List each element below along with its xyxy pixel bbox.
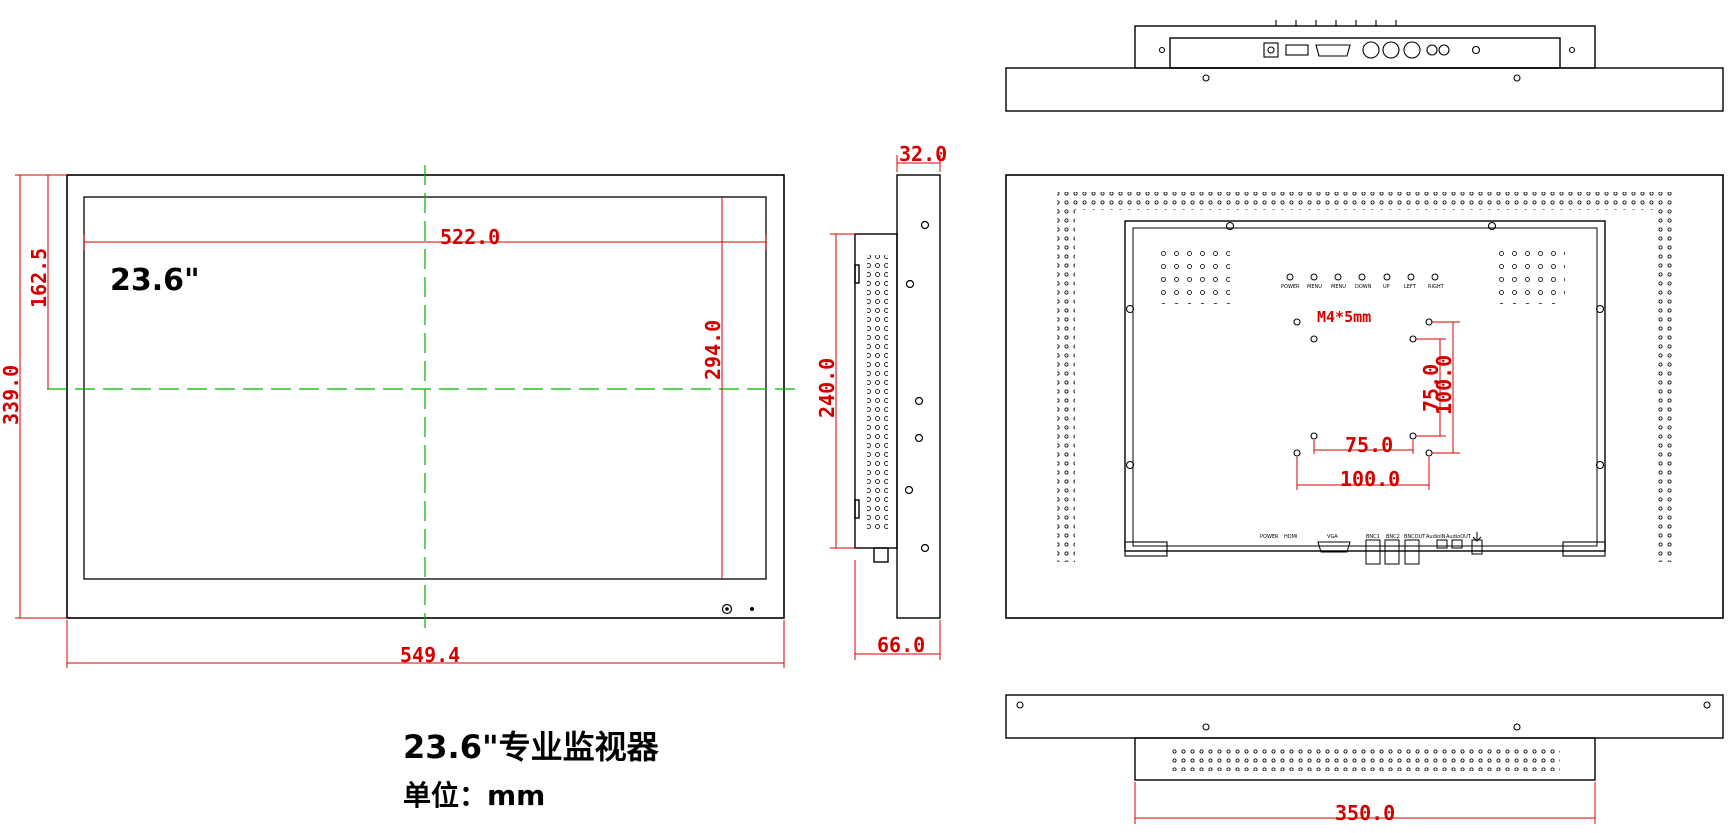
svg-text:BNC2: BNC2 xyxy=(1386,534,1400,540)
front-centerlines xyxy=(47,165,795,628)
svg-text:HDMI: HDMI xyxy=(1284,534,1297,540)
svg-text:AudioOUT: AudioOUT xyxy=(1446,534,1472,540)
dim-side-depth-total: 66.0 xyxy=(877,633,925,657)
top-bezel xyxy=(1005,67,1724,112)
dim-mount-outer-h: 100.0 xyxy=(1340,467,1400,491)
dim-front-active-width: 522.0 xyxy=(440,225,500,249)
svg-text:AudioIN: AudioIN xyxy=(1426,534,1446,540)
side-dimensions xyxy=(830,155,941,660)
svg-text:POWER: POWER xyxy=(1281,284,1300,290)
dim-front-active-height: 294.0 xyxy=(701,320,725,380)
side-bezel xyxy=(896,174,941,619)
audio-port-icon xyxy=(1426,44,1438,56)
svg-text:MENU: MENU xyxy=(1331,284,1346,290)
front-dimensions xyxy=(15,174,785,668)
top-view xyxy=(1005,20,1724,112)
indicator-led-icon xyxy=(750,607,754,611)
speaker-grille-left xyxy=(1160,246,1230,304)
back-view xyxy=(1005,174,1724,619)
speaker-grille-right xyxy=(1495,246,1565,304)
side-view xyxy=(854,174,941,619)
top-back-housing xyxy=(1134,25,1596,69)
vga-port-icon xyxy=(1315,44,1351,57)
dim-mount-inner-v: 75.0 xyxy=(1419,364,1443,412)
dim-bottom-back-width: 350.0 xyxy=(1335,801,1395,825)
dim-front-overall-height: 339.0 xyxy=(0,365,23,425)
front-size-label: 23.6" xyxy=(110,263,200,298)
bottom-view xyxy=(1005,694,1724,781)
unit-label: 单位：mm xyxy=(403,779,545,812)
svg-text:RIGHT: RIGHT xyxy=(1428,284,1445,290)
hdmi-port-icon xyxy=(1285,44,1309,56)
bottom-bezel xyxy=(1005,694,1724,739)
bottom-back-housing xyxy=(1134,737,1596,781)
bottom-dimensions xyxy=(1134,782,1596,824)
svg-text:LEFT: LEFT xyxy=(1404,284,1417,290)
back-bezel xyxy=(1005,174,1724,619)
svg-text:BNC1: BNC1 xyxy=(1366,534,1380,540)
back-housing xyxy=(1124,220,1606,552)
back-vent-left xyxy=(1057,210,1075,562)
power-button-icon xyxy=(721,603,733,615)
dim-mount-outer-v: 100.0 xyxy=(1432,355,1456,415)
dc-power-port-icon xyxy=(1263,42,1279,58)
dim-mount-screw: M4*5mm xyxy=(1317,308,1371,326)
svg-text:MENU: MENU xyxy=(1307,284,1322,290)
back-button-row xyxy=(1286,273,1439,281)
back-port-labels: POWER HDMI VGA BNC1 BNC2 BNCOUT AudioIN … xyxy=(1260,534,1472,540)
bnc-port-icon xyxy=(1362,41,1380,59)
back-dimensions xyxy=(1296,321,1460,490)
dim-mount-inner-h: 75.0 xyxy=(1345,433,1393,457)
svg-text:BNCOUT: BNCOUT xyxy=(1404,534,1426,540)
back-vent-top xyxy=(1057,192,1675,210)
dim-side-depth-frame: 32.0 xyxy=(899,142,947,166)
dim-front-overall-width: 549.4 xyxy=(400,643,460,667)
svg-text:POWER: POWER xyxy=(1260,534,1279,540)
dim-side-back-height: 240.0 xyxy=(815,358,839,418)
svg-text:VGA: VGA xyxy=(1327,534,1338,540)
back-vent-right xyxy=(1657,210,1675,562)
svg-text:UP: UP xyxy=(1383,284,1390,290)
back-button-labels: POWER MENU MENU DOWN UP LEFT RIGHT xyxy=(1281,284,1445,290)
drawing-title: 23.6"专业监视器 xyxy=(403,728,660,766)
back-port-row xyxy=(1317,532,1483,565)
dim-front-center-height: 162.5 xyxy=(27,248,51,308)
svg-text:DOWN: DOWN xyxy=(1355,284,1372,290)
